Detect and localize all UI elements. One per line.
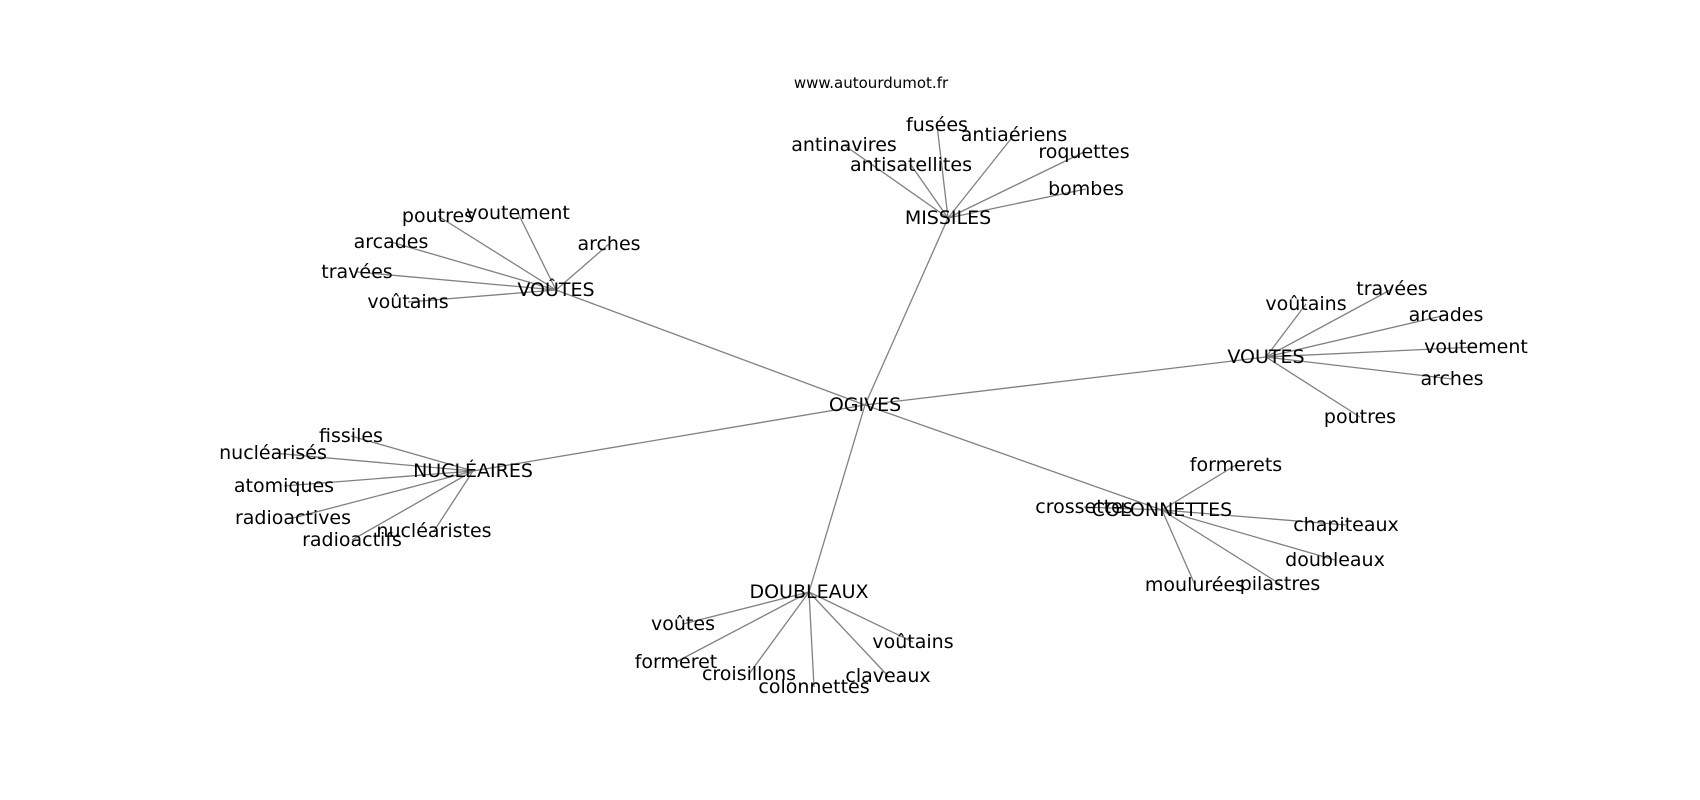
node-leaf-nucleaires-fissiles: fissiles [319,425,383,447]
node-hub-voutes: VOÛTES [517,277,594,301]
edge-colonnettes-pilastres [1161,509,1281,585]
node-leaf-colonnettes-chapiteaux: chapiteaux [1293,514,1399,536]
edge-missiles-bombes [947,188,1087,219]
edge-missiles-fusees [936,124,949,219]
edge-missiles-roquettes [947,151,1085,219]
node-leaf-voutes-voutement: voutement [466,202,570,224]
node-leaf-nucleaires-radioactives: radioactives [235,507,351,529]
node-hub-colonnettes: COLONNETTES [1092,499,1232,521]
edge-doubleaux-croisillons [748,591,810,675]
node-hub-missiles: MISSILES [905,207,991,229]
edge-doubleaux-formeret [675,591,810,663]
edge-center-colonnettes [864,404,1163,511]
source-label: www.autourdumot.fr [794,74,949,92]
edges-layer [272,124,1477,688]
edge-voutes-travees [1265,288,1393,358]
node-leaf-colonnettes-formerets: formerets [1190,454,1282,476]
edge-center-voutes [555,289,866,406]
node-leaf-nucleaires-nuclearistes: nucléaristes [376,520,491,542]
node-leaf-colonnettes-crossettes: crossettes [1035,496,1132,518]
edge-voutes-poutres [1265,356,1361,418]
edge-voutes-poutres [437,215,557,291]
edge-nucleaires-radioactives [292,470,474,519]
node-leaf-voutes-voutains: voûtains [367,291,448,313]
node-leaf-voutes-poutres: poutres [1324,406,1396,428]
node-hub-voutes: VOUTES [1227,346,1304,368]
edge-voutes-voutement [517,212,557,291]
node-leaf-missiles-antiaeriens: antiaériens [961,124,1067,146]
edge-voutes-arcades [390,241,557,291]
node-leaf-voutes-travees: travées [321,261,392,283]
node-leaf-missiles-antisatellites: antisatellites [850,154,972,176]
node-leaf-doubleaux-formeret: formeret [635,651,718,673]
node-leaf-voutes-arcades: arcades [354,231,429,253]
edge-doubleaux-voutes [682,591,810,625]
node-leaf-colonnettes-moulurees: moulurées [1145,574,1245,596]
edge-voutes-travees [356,271,557,291]
node-leaf-doubleaux-voutains: voûtains [872,631,953,653]
edge-doubleaux-colonnettes [808,591,815,688]
edge-colonnettes-crossettes [1083,506,1163,511]
node-hub-doubleaux: DOUBLEAUX [749,581,868,603]
edge-voutes-voutains [1265,303,1307,358]
node-leaf-doubleaux-colonnettes: colonnettes [758,676,869,698]
edge-nucleaires-fissiles [350,435,474,472]
node-leaf-doubleaux-claveaux: claveaux [845,665,930,687]
edge-colonnettes-doubleaux [1161,509,1336,561]
node-leaf-voutes-voutement: voutement [1424,336,1528,358]
edge-voutes-voutains [407,289,557,303]
edge-center-nucleaires [472,404,866,472]
node-center-ogives: OGIVES [829,394,901,416]
edge-nucleaires-nuclearises [272,452,474,472]
edge-colonnettes-chapiteaux [1161,509,1347,526]
node-leaf-voutes-voutains: voûtains [1265,293,1346,315]
edge-voutes-arches [1265,356,1453,380]
edge-colonnettes-formerets [1161,464,1237,511]
node-leaf-voutes-arches: arches [1420,368,1483,390]
node-leaf-missiles-bombes: bombes [1048,178,1124,200]
edge-colonnettes-moulurees [1161,509,1196,586]
edge-voutes-arcades [1265,314,1447,358]
node-hub-nucleaires: NUCLÉAIRES [413,459,533,482]
edge-center-doubleaux [808,404,866,593]
edge-center-missiles [864,217,949,406]
edge-nucleaires-radioactifs [351,470,474,541]
edge-doubleaux-voutains [808,591,914,643]
edge-doubleaux-claveaux [808,591,889,677]
edge-nucleaires-nuclearistes [433,470,474,532]
edge-missiles-antinavires [843,144,949,219]
edge-voutes-arches [555,243,610,291]
node-leaf-voutes-poutres: poutres [402,205,474,227]
node-leaf-voutes-travees: travées [1356,278,1427,300]
node-leaf-missiles-fusees: fusées [906,114,968,136]
edge-missiles-antiaeriens [947,134,1015,219]
edge-nucleaires-atomiques [283,470,474,487]
edge-missiles-antisatellites [910,164,949,219]
node-leaf-nucleaires-atomiques: atomiques [234,475,334,497]
edge-center-voutes [864,356,1267,406]
node-leaf-nucleaires-radioactifs: radioactifs [302,529,402,551]
node-leaf-doubleaux-voutes: voûtes [651,613,715,635]
node-leaf-voutes-arcades: arcades [1409,304,1484,326]
node-leaf-nucleaires-nuclearises: nucléarisés [219,442,327,464]
node-leaf-missiles-roquettes: roquettes [1038,141,1129,163]
edge-voutes-voutement [1265,346,1477,358]
node-leaf-voutes-arches: arches [577,233,640,255]
node-leaf-colonnettes-pilastres: pilastres [1240,573,1321,595]
node-leaf-missiles-antinavires: antinavires [791,134,897,156]
node-leaf-doubleaux-croisillons: croisillons [702,663,796,685]
node-leaf-colonnettes-doubleaux: doubleaux [1285,549,1385,571]
